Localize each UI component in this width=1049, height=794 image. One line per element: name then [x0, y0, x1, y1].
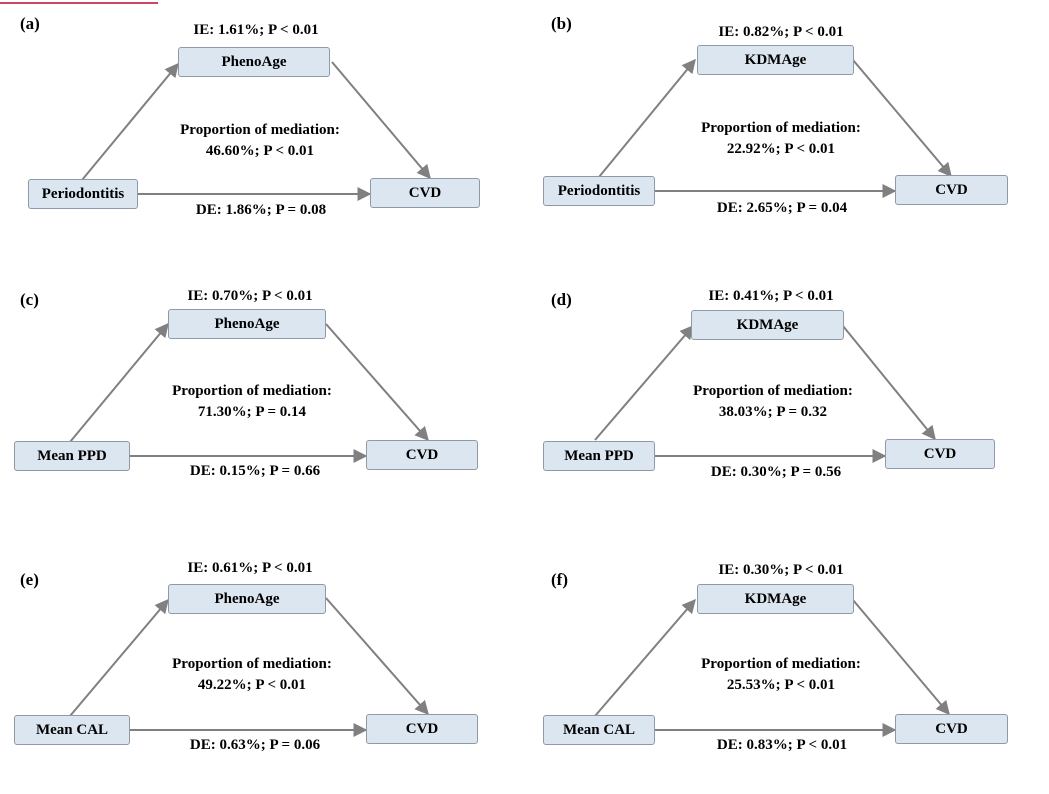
proportion-of-mediation: Proportion of mediation: 46.60%; P < 0.0… [140, 120, 380, 162]
ie-annotation: IE: 0.30%; P < 0.01 [718, 562, 844, 578]
outcome-box: CVD [366, 440, 478, 470]
exposure-box: Periodontitis [28, 179, 138, 209]
arrows [81, 61, 431, 201]
exposure-box: Mean CAL [14, 715, 130, 745]
proportion-title: Proportion of mediation: [693, 383, 853, 399]
de-annotation: DE: 0.15%; P = 0.66 [189, 463, 321, 479]
arrows [594, 598, 950, 737]
outcome-box: CVD [895, 175, 1008, 205]
proportion-title: Proportion of mediation: [701, 656, 861, 672]
arrow-exposure-to-mediator [81, 62, 179, 181]
de-annotation: DE: 0.83%; P < 0.01 [716, 737, 848, 753]
outcome-box: CVD [895, 714, 1008, 744]
panel-label: (c) [20, 290, 39, 309]
panel-label: (f) [551, 570, 568, 589]
exposure-box: Mean PPD [14, 441, 130, 471]
proportion-of-mediation: Proportion of mediation: 38.03%; P = 0.3… [653, 381, 893, 423]
proportion-title: Proportion of mediation: [172, 656, 332, 672]
arrows [594, 324, 936, 463]
proportion-title: Proportion of mediation: [180, 122, 340, 138]
arrow-exposure-to-mediator [69, 598, 169, 717]
exposure-box: Periodontitis [543, 176, 655, 206]
proportion-of-mediation: Proportion of mediation: 22.92%; P < 0.0… [661, 118, 901, 160]
diagram-a: (a) IE: 1.61%; P < 0.01 PhenoAge Proport… [20, 14, 520, 254]
de-annotation: DE: 0.63%; P = 0.06 [189, 737, 321, 753]
proportion-value: 38.03%; P = 0.32 [718, 404, 828, 420]
mediator-box: PhenoAge [168, 309, 326, 339]
arrow-mediator-to-outcome [852, 599, 950, 716]
de-annotation: DE: 1.86%; P = 0.08 [195, 202, 327, 218]
ie-annotation: IE: 1.61%; P < 0.01 [193, 22, 319, 38]
ie-annotation: IE: 0.70%; P < 0.01 [187, 288, 313, 304]
mediator-box: PhenoAge [168, 584, 326, 614]
arrow-exposure-to-mediator [594, 598, 696, 717]
proportion-value: 22.92%; P < 0.01 [726, 141, 836, 157]
arrow-mediator-to-outcome [325, 323, 429, 442]
diagram-c: (c) IE: 0.70%; P < 0.01 PhenoAge Proport… [14, 280, 520, 520]
outcome-box: CVD [370, 178, 480, 208]
panel-label: (d) [551, 290, 572, 309]
ie-annotation: IE: 0.82%; P < 0.01 [718, 24, 844, 40]
proportion-of-mediation: Proportion of mediation: 71.30%; P = 0.1… [132, 381, 372, 423]
panel-label: (a) [20, 14, 40, 33]
arrow-mediator-to-outcome [842, 325, 936, 441]
arrow-mediator-to-outcome [331, 61, 431, 180]
exposure-box: Mean CAL [543, 715, 655, 745]
proportion-value: 49.22%; P < 0.01 [197, 677, 307, 693]
arrow-exposure-to-mediator [69, 322, 169, 443]
header-link-fragment[interactable] [0, 0, 160, 5]
proportion-title: Proportion of mediation: [701, 120, 861, 136]
proportion-value: 71.30%; P = 0.14 [197, 404, 307, 420]
arrows [69, 597, 429, 737]
proportion-value: 25.53%; P < 0.01 [726, 677, 836, 693]
arrows [69, 322, 429, 463]
panel-label: (e) [20, 570, 39, 589]
outcome-box: CVD [366, 714, 478, 744]
arrow-mediator-to-outcome [325, 597, 429, 716]
arrow-exposure-to-mediator [598, 58, 696, 178]
diagram-e: (e) IE: 0.61%; P < 0.01 PhenoAge Proport… [14, 554, 520, 794]
de-annotation: DE: 0.30%; P = 0.56 [710, 464, 842, 480]
arrows [598, 58, 952, 198]
proportion-value: 46.60%; P < 0.01 [205, 143, 315, 159]
mediator-box: PhenoAge [178, 47, 330, 77]
exposure-box: Mean PPD [543, 441, 655, 471]
ie-annotation: IE: 0.61%; P < 0.01 [187, 560, 313, 576]
outcome-box: CVD [885, 439, 995, 469]
diagram-b: (b) IE: 0.82%; P < 0.01 KDMAge Proportio… [537, 14, 1037, 254]
arrow-exposure-to-mediator [594, 324, 694, 441]
proportion-title: Proportion of mediation: [172, 383, 332, 399]
arrow-mediator-to-outcome [852, 59, 952, 178]
diagram-f: (f) IE: 0.30%; P < 0.01 KDMAge Proportio… [537, 554, 1037, 794]
diagram-d: (d) IE: 0.41%; P < 0.01 KDMAge Proportio… [537, 280, 1037, 520]
mediator-box: KDMAge [691, 310, 844, 340]
de-annotation: DE: 2.65%; P = 0.04 [716, 200, 848, 216]
mediator-box: KDMAge [697, 584, 854, 614]
proportion-of-mediation: Proportion of mediation: 49.22%; P < 0.0… [132, 654, 372, 696]
mediator-box: KDMAge [697, 45, 854, 75]
proportion-of-mediation: Proportion of mediation: 25.53%; P < 0.0… [661, 654, 901, 696]
panel-label: (b) [551, 14, 572, 33]
ie-annotation: IE: 0.41%; P < 0.01 [708, 288, 834, 304]
